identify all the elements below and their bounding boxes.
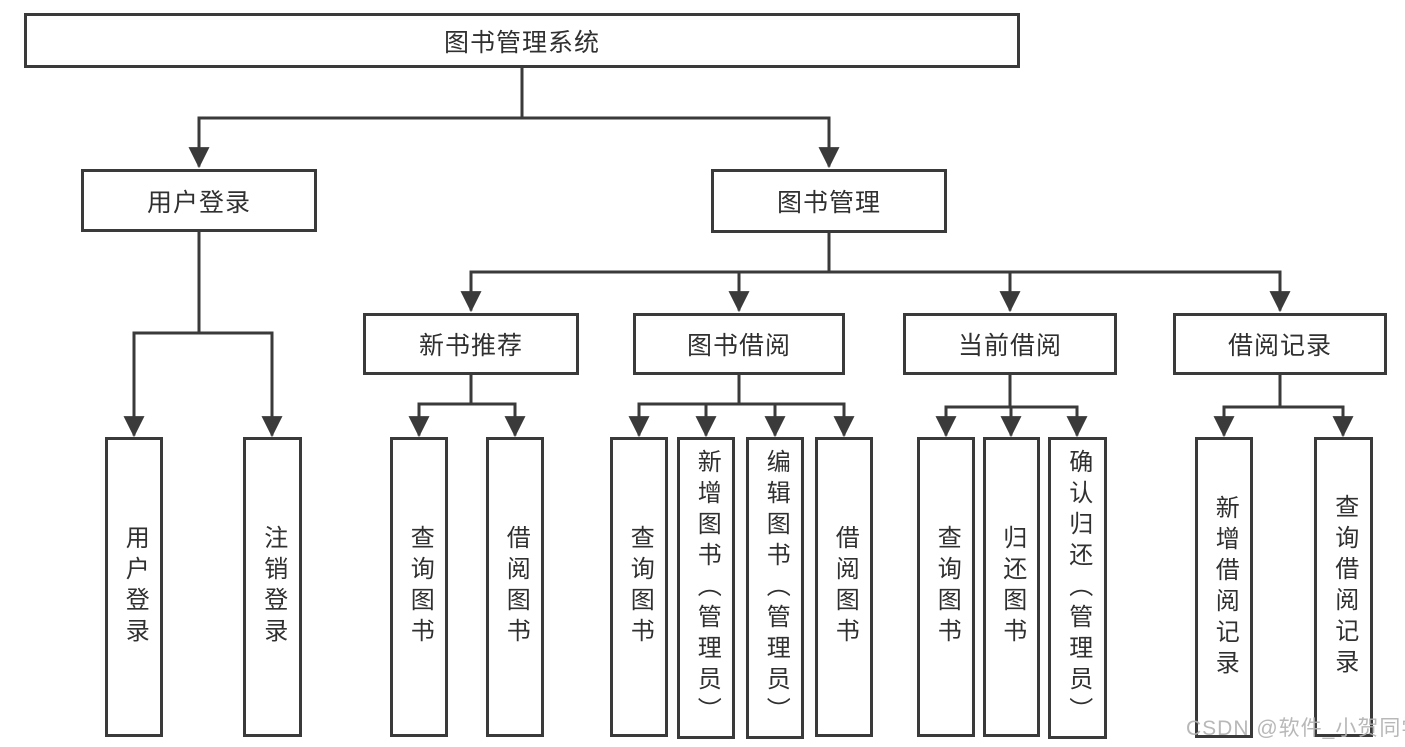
node-book-borrowing: 图书借阅 [633, 313, 845, 375]
leaf-borrow-books-new-rec: 借阅图书 [486, 437, 544, 737]
connector-user-login [123, 230, 283, 438]
connector-new-book-recommendation [408, 373, 526, 438]
node-new-book-recommendation: 新书推荐 [363, 313, 579, 375]
csdn-watermark: CSDN @软件_小贺同学 [1186, 717, 1405, 740]
node-label: 编辑图书（管理员） [762, 448, 790, 728]
node-user-login: 用户登录 [81, 169, 317, 232]
node-book-management: 图书管理 [711, 169, 947, 233]
connector-root [188, 66, 840, 169]
node-label: 确认归还（管理员） [1064, 448, 1092, 728]
leaf-borrow-books-borrowing: 借阅图书 [815, 437, 873, 737]
leaf-logout: 注销登录 [243, 437, 302, 737]
leaf-return-book: 归还图书 [983, 437, 1040, 737]
node-label: 借阅图书 [831, 525, 859, 649]
connector-book-management [460, 231, 1291, 313]
node-library-system: 图书管理系统 [24, 13, 1020, 68]
node-current-borrowing: 当前借阅 [903, 313, 1117, 375]
leaf-add-borrow-record: 新增借阅记录 [1195, 437, 1253, 738]
node-label: 查询借阅记录 [1330, 494, 1358, 680]
node-label: 新增图书（管理员） [693, 448, 721, 728]
node-label: 查询图书 [626, 525, 654, 649]
connector-book-borrowing [628, 373, 855, 438]
node-label: 借阅图书 [502, 525, 530, 649]
node-label: 查询图书 [933, 525, 961, 649]
node-label: 归还图书 [998, 525, 1026, 649]
leaf-query-books-borrowing: 查询图书 [610, 437, 668, 737]
leaf-query-books-current: 查询图书 [917, 437, 975, 737]
node-label: 查询图书 [406, 525, 434, 649]
leaf-confirm-return-admin: 确认归还（管理员） [1048, 437, 1107, 739]
connector-current-borrowing [935, 373, 1088, 438]
node-label: 新增借阅记录 [1211, 494, 1239, 681]
leaf-add-book-admin: 新增图书（管理员） [677, 437, 735, 739]
node-borrowing-records: 借阅记录 [1173, 313, 1387, 375]
leaf-query-books-new-rec: 查询图书 [390, 437, 448, 737]
node-label: 用户登录 [121, 525, 149, 649]
leaf-edit-book-admin: 编辑图书（管理员） [746, 437, 804, 739]
node-label: 注销登录 [259, 525, 287, 649]
connector-borrowing-records [1213, 373, 1354, 438]
leaf-query-borrow-record: 查询借阅记录 [1314, 437, 1373, 737]
leaf-user-login: 用户登录 [105, 437, 163, 737]
